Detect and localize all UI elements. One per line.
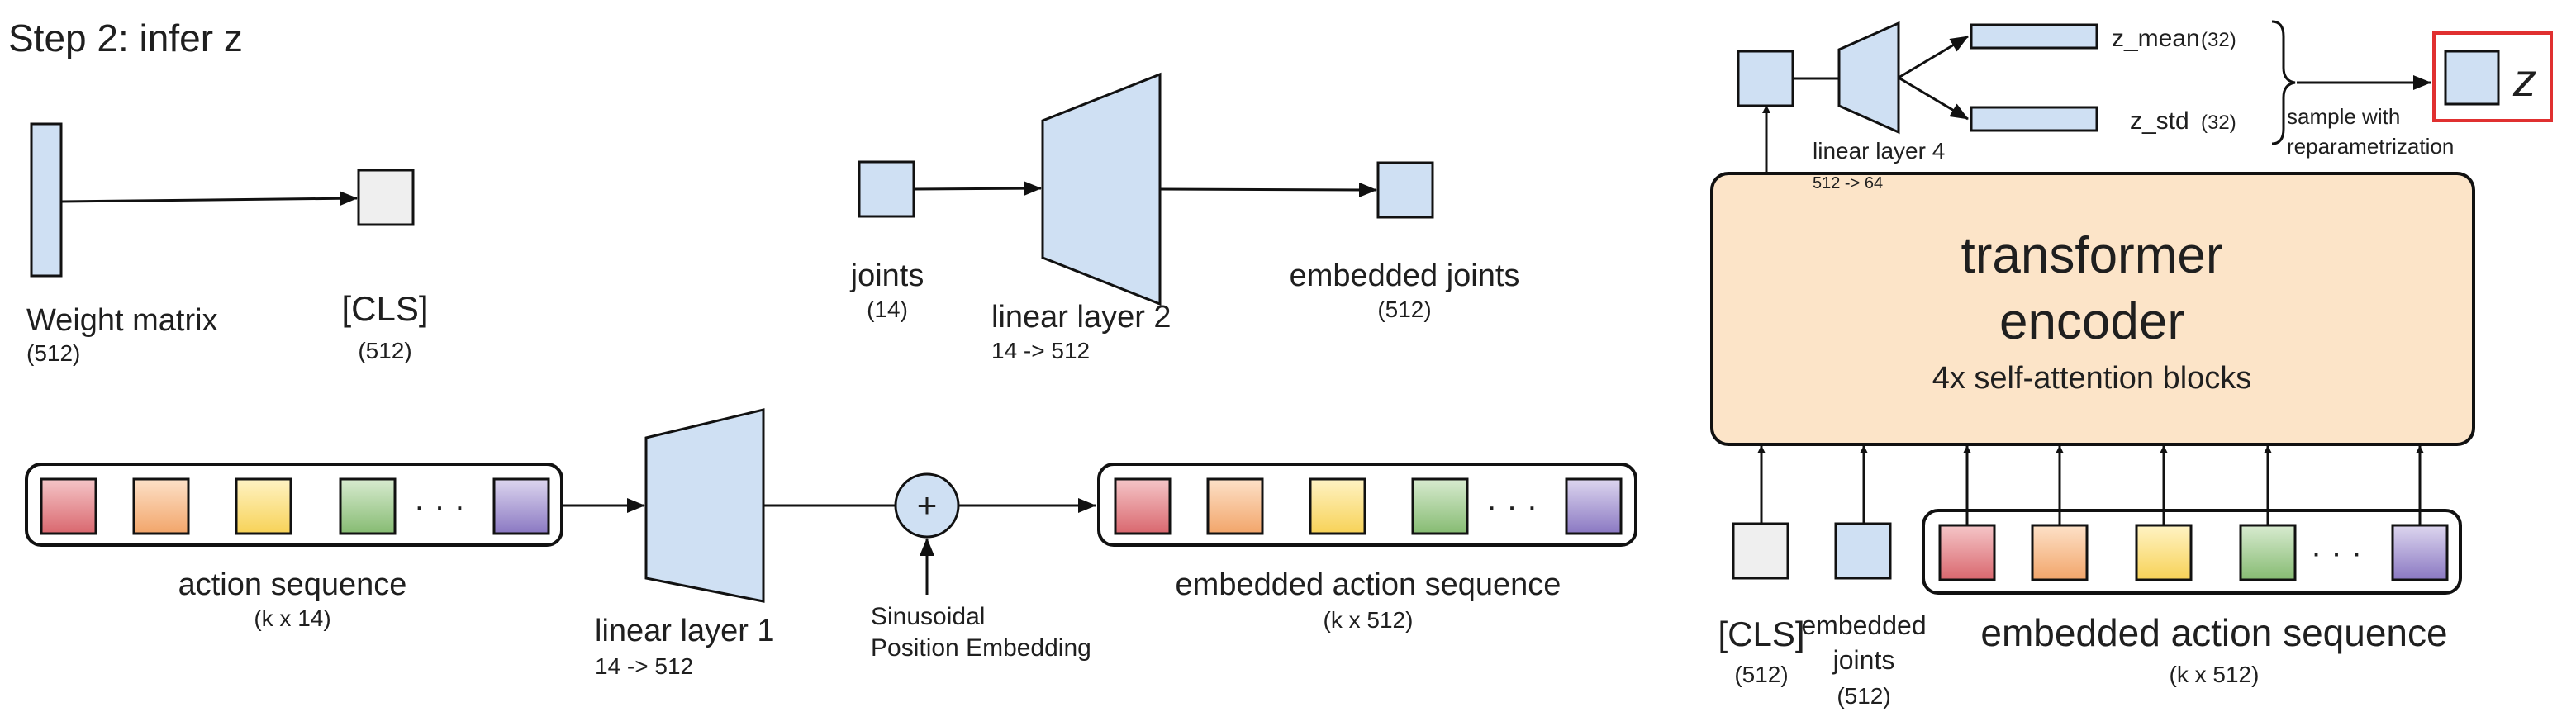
linear-layer-2-trapezoid xyxy=(1041,72,1162,306)
cls-label: [CLS] xyxy=(341,289,428,328)
linear-layer-4-dim: 512 -> 64 xyxy=(1813,174,1883,192)
weight-matrix-label: Weight matrix xyxy=(26,303,218,338)
encoder-token-orange xyxy=(2031,524,2089,581)
transformer-subtitle: 4x self-attention blocks xyxy=(1932,361,2252,396)
sinusoidal-label-1: Sinusoidal xyxy=(871,603,985,630)
action-sequence-dim: (k x 14) xyxy=(254,605,330,631)
z-curly-brace xyxy=(2271,20,2296,145)
linear-layer-1-trapezoid xyxy=(644,408,765,603)
encoder-joints-label-2: joints xyxy=(1832,645,1895,675)
sample-label-1: sample with xyxy=(2287,104,2400,129)
encoder-token-red xyxy=(1938,524,1996,581)
embedded-token-green xyxy=(1411,477,1469,535)
cls-dim: (512) xyxy=(358,338,411,363)
action-token-orange xyxy=(132,477,190,535)
z-std-label: z_std xyxy=(2130,107,2189,135)
joints-box xyxy=(858,160,915,218)
sample-label-2: reparametrization xyxy=(2287,134,2454,159)
embedded-joints-label: embedded joints xyxy=(1290,259,1520,293)
linear-layer-1-dim: 14 -> 512 xyxy=(595,653,693,679)
action-sequence-group xyxy=(25,463,563,547)
action-token-purple xyxy=(492,477,550,535)
encoder-action-ellipsis: · · · xyxy=(2311,534,2362,571)
action-token-yellow xyxy=(235,477,292,535)
encoder-joints-label-1: embedded xyxy=(1801,610,1926,640)
weight-matrix-box xyxy=(30,122,63,278)
z-box xyxy=(2444,50,2500,106)
weight-matrix-dim: (512) xyxy=(26,340,80,366)
linear-layer-2-label: linear layer 2 xyxy=(991,300,1172,335)
linear-layer-4-trapezoid xyxy=(1837,21,1900,135)
encoder-output-box xyxy=(1737,50,1794,107)
action-token-green xyxy=(339,477,397,535)
encoder-cls-dim: (512) xyxy=(1734,662,1788,687)
linear4-to-zmean-arrow xyxy=(1898,35,1969,79)
transformer-encoder-box xyxy=(1710,172,2475,446)
joints-dim: (14) xyxy=(867,297,908,322)
linear-layer-4-label: linear layer 4 xyxy=(1813,138,1945,164)
z-highlight-frame xyxy=(2432,31,2553,122)
diagram-title: Step 2: infer z xyxy=(8,17,243,59)
encoder-action-sequence-label: embedded action sequence xyxy=(1980,611,2447,654)
encoder-token-green xyxy=(2239,524,2297,581)
cls-token-box xyxy=(357,169,415,226)
embedded-action-sequence-group xyxy=(1097,463,1637,547)
linear2-to-embedded-arrow xyxy=(1159,182,1377,197)
action-sequence-label: action sequence xyxy=(178,567,407,602)
embedded-action-ellipsis: · · · xyxy=(1486,488,1538,525)
encoder-token-purple xyxy=(2391,524,2449,581)
embedded-token-yellow xyxy=(1309,477,1366,535)
transformer-title-2: encoder xyxy=(1999,293,2184,350)
z-std-dim: (32) xyxy=(2201,112,2236,134)
embedded-action-sequence-label: embedded action sequence xyxy=(1176,567,1561,602)
joints-to-linear2-arrow xyxy=(913,181,1042,197)
weight-to-cls-arrow xyxy=(60,191,358,206)
plus-symbol: + xyxy=(917,486,938,525)
encoder-cls-label: [CLS] xyxy=(1718,615,1804,653)
encoder-joints-box xyxy=(1834,522,1892,580)
encoder-joints-dim: (512) xyxy=(1837,683,1890,709)
action-sequence-ellipsis: · · · xyxy=(414,488,465,525)
joints-label: joints xyxy=(850,259,924,293)
z-mean-dim: (32) xyxy=(2201,29,2236,51)
z-mean-bar xyxy=(1970,23,2098,50)
encoder-action-sequence-group xyxy=(1922,509,2462,595)
embedded-token-orange xyxy=(1206,477,1264,535)
z-symbol: z xyxy=(2512,54,2536,106)
action-token-red xyxy=(40,477,97,535)
embedded-token-purple xyxy=(1565,477,1623,535)
embedded-joints-dim: (512) xyxy=(1377,297,1431,322)
z-mean-label: z_mean xyxy=(2112,25,2200,52)
linear-layer-2-dim: 14 -> 512 xyxy=(991,338,1090,363)
sinusoidal-label-2: Position Embedding xyxy=(871,634,1091,662)
linear4-to-zstd-arrow xyxy=(1898,76,1969,121)
embedded-token-red xyxy=(1114,477,1172,535)
embedded-joints-box xyxy=(1376,161,1434,219)
linear-layer-1-label: linear layer 1 xyxy=(595,614,775,648)
encoder-token-yellow xyxy=(2135,524,2193,581)
encoder-cls-box xyxy=(1732,522,1789,580)
transformer-title-1: transformer xyxy=(1961,227,2223,284)
encoder-action-sequence-dim: (k x 512) xyxy=(2170,662,2260,687)
embedded-action-sequence-dim: (k x 512) xyxy=(1324,607,1414,633)
z-std-bar xyxy=(1970,106,2098,132)
